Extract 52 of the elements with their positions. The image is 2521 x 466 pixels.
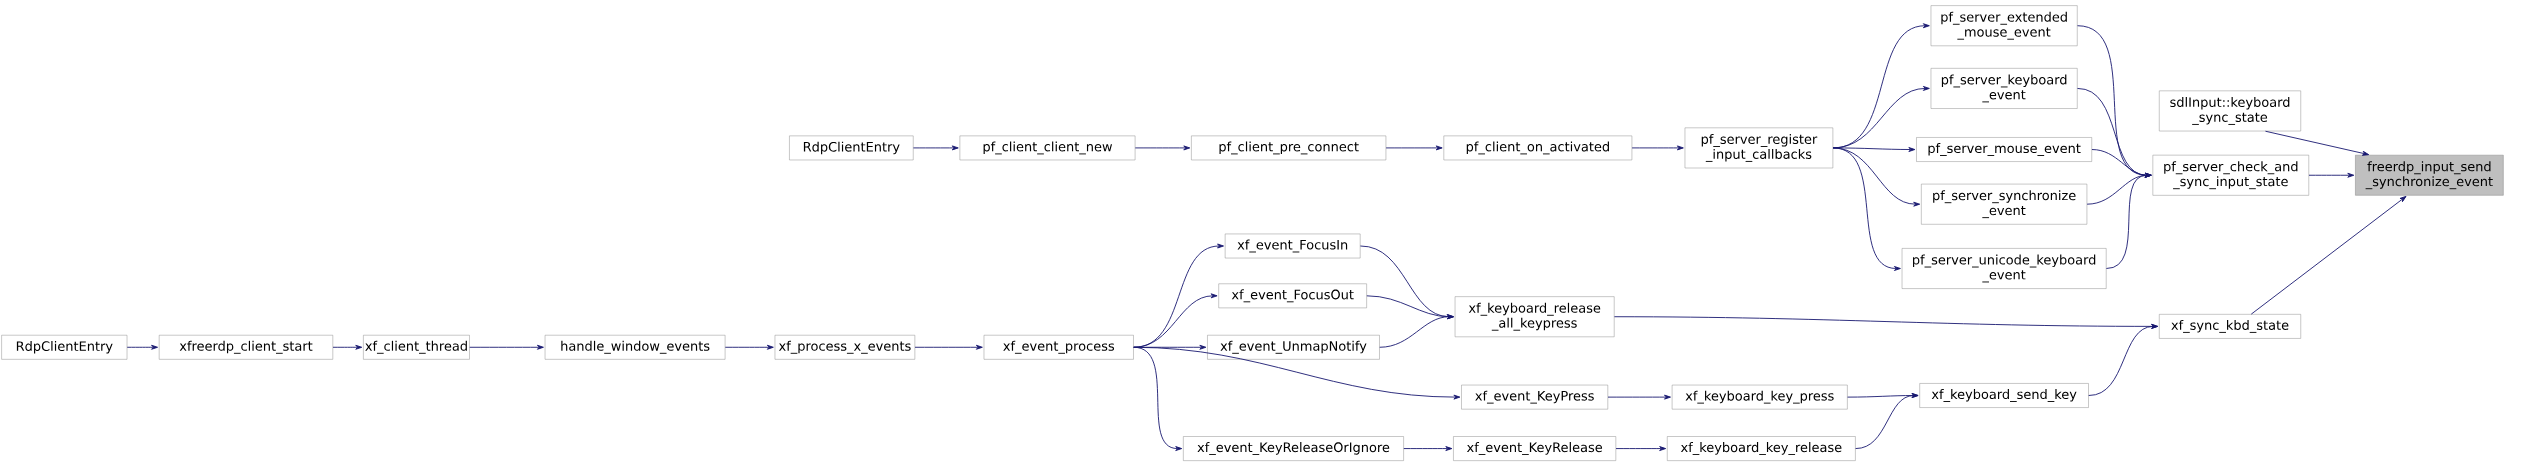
arrow bbox=[1832, 147, 1901, 271]
arrow bbox=[1385, 145, 1443, 151]
arrow bbox=[1607, 394, 1671, 400]
arrow bbox=[2308, 172, 2355, 178]
arrow bbox=[2088, 323, 2159, 396]
function-box: xf_event_UnmapNotify bbox=[1207, 334, 1380, 360]
function-box: pf_server_register _input_callbacks bbox=[1684, 127, 1834, 169]
arrow bbox=[332, 344, 363, 350]
function-box: xf_keyboard_key_release bbox=[1667, 436, 1856, 461]
arrow bbox=[469, 344, 544, 350]
function-box: sdlInput::keyboard _sync_state bbox=[2159, 90, 2301, 132]
arrow bbox=[1615, 446, 1667, 451]
function-box: xf_keyboard_key_press bbox=[1671, 384, 1848, 410]
function-box: pf_server_synchronize _event bbox=[1921, 183, 2088, 225]
function-box: pf_server_check_and _sync_input_state bbox=[2152, 154, 2309, 196]
arrow bbox=[1134, 145, 1191, 151]
function-box: xf_event_process bbox=[983, 334, 1134, 360]
function-box: pf_client_client_new bbox=[959, 135, 1136, 161]
function-box: xf_event_KeyRelease bbox=[1453, 436, 1617, 461]
arrow bbox=[1631, 145, 1684, 151]
arrow bbox=[1133, 346, 1183, 451]
arrow bbox=[2250, 195, 2407, 315]
arrow bbox=[1403, 446, 1453, 451]
arrow bbox=[1379, 314, 1454, 348]
function-box: pf_server_unicode_keyboard _event bbox=[1901, 248, 2107, 289]
function-box: xf_client_thread bbox=[363, 334, 470, 360]
function-box: pf_server_mouse_event bbox=[1916, 137, 2092, 162]
function-box: handle_window_events bbox=[544, 334, 726, 360]
arrow bbox=[1855, 392, 1919, 449]
function-box: pf_server_extended _mouse_event bbox=[1930, 5, 2078, 46]
function-box: xf_keyboard_send_key bbox=[1919, 383, 2089, 408]
function-box: xf_sync_kbd_state bbox=[2159, 314, 2301, 339]
function-box: xf_event_FocusOut bbox=[1218, 283, 1367, 308]
arrow bbox=[2265, 130, 2370, 156]
arrow bbox=[724, 344, 774, 350]
function-box: xf_event_KeyReleaseOrIgnore bbox=[1183, 436, 1404, 461]
function-box: xf_keyboard_release _all_keypress bbox=[1454, 296, 1615, 337]
function-box: pf_client_on_activated bbox=[1443, 135, 1633, 161]
function-box: pf_server_keyboard _event bbox=[1930, 68, 2078, 109]
arrow bbox=[913, 145, 959, 151]
function-box: xfreerdp_client_start bbox=[159, 334, 334, 360]
arrow bbox=[914, 344, 983, 350]
function-box: xf_event_FocusIn bbox=[1224, 233, 1361, 259]
function-box: xf_event_KeyPress bbox=[1461, 384, 1608, 410]
function-box: RdpClientEntry bbox=[1, 334, 128, 360]
function-box: freerdp_input_send _synchronize_event bbox=[2355, 154, 2504, 196]
function-box: pf_client_pre_connect bbox=[1191, 135, 1387, 161]
arrow bbox=[1133, 293, 1218, 348]
function-box: RdpClientEntry bbox=[789, 135, 914, 161]
arrow bbox=[126, 344, 158, 350]
arrow bbox=[2105, 172, 2152, 269]
function-box: xf_process_x_events bbox=[774, 334, 916, 360]
